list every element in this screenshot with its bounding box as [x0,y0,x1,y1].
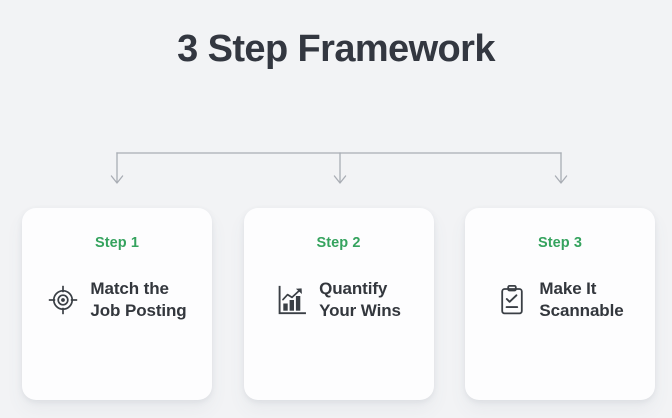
step-label-2: Step 2 [316,235,361,251]
step-card-2[interactable]: Step 2 Quantify Your Wins [243,208,434,400]
connector-diagram [110,152,568,184]
steps-row: Step 1 Match the Job Posting Ste [22,208,655,400]
step-title-2: Quantify Your Wins [319,279,401,320]
step-label-3: Step 3 [537,235,583,251]
step-title-1: Match the Job Posting [90,279,187,320]
step-card-1[interactable]: Step 1 Match the Job Posting [22,208,212,400]
crosshair-target-icon [49,285,78,315]
bar-chart-growth-icon [278,285,307,315]
step-title-3: Make It Scannable [539,279,624,320]
step-body-2: Quantify Your Wins [244,278,434,322]
page-title: 3 Step Framework [177,28,495,70]
clipboard-check-icon [501,284,524,315]
step-body-3: Make It Scannable [465,278,655,322]
step-body-1: Match the Job Posting [22,278,212,322]
step-label-1: Step 1 [94,235,140,251]
step-card-3[interactable]: Step 3 Make It Scannable [465,208,655,400]
